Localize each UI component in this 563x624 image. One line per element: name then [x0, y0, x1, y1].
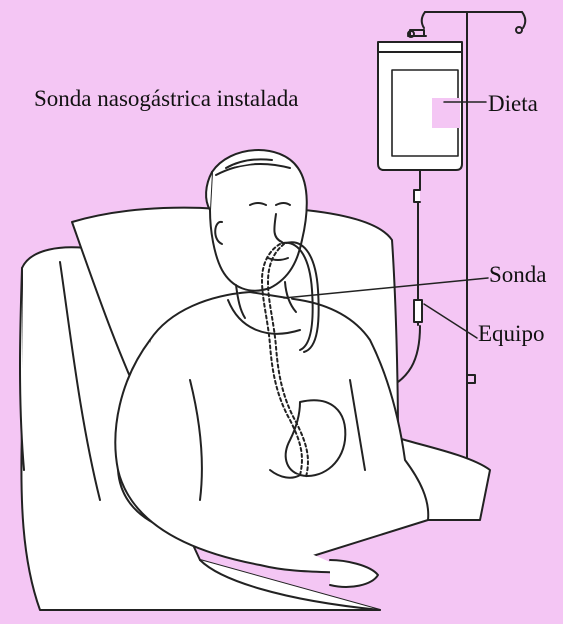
- illustration-title: Sonda nasogástrica instalada: [34, 86, 298, 112]
- diet-bag: [378, 30, 462, 202]
- dieta-label: Dieta: [488, 91, 538, 117]
- equipo-leader: [424, 304, 477, 338]
- sonda-label: Sonda: [489, 262, 547, 288]
- equipo-label: Equipo: [478, 321, 544, 347]
